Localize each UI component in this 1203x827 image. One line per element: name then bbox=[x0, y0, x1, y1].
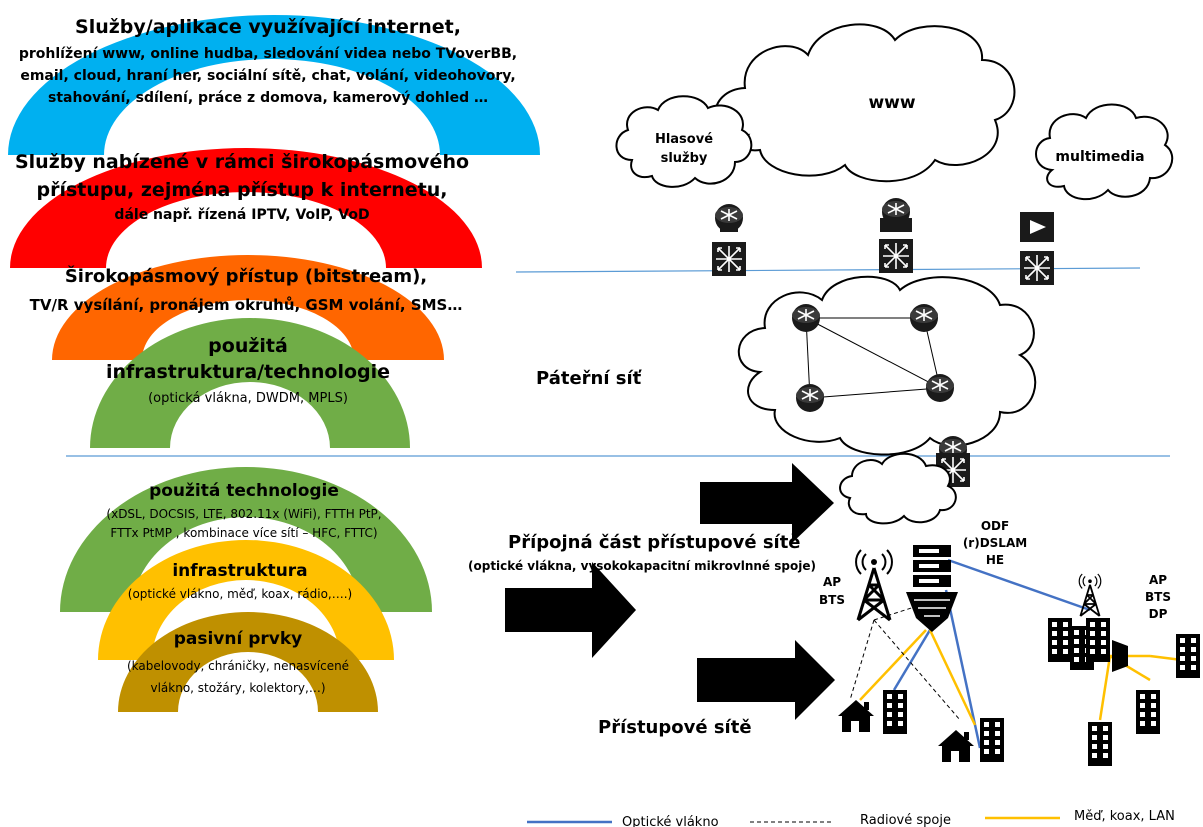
tech-title: použitá technologie bbox=[149, 481, 339, 501]
building-icon bbox=[980, 718, 1004, 762]
house-icon bbox=[838, 700, 874, 732]
cloud-icon bbox=[714, 23, 1016, 183]
switch-icon bbox=[711, 241, 747, 277]
building-icon bbox=[1176, 634, 1200, 678]
building-icon bbox=[883, 690, 907, 734]
router-icon bbox=[795, 383, 825, 413]
arch-green-upper bbox=[90, 318, 410, 448]
legend-copper-label: Měď, koax, LAN bbox=[1074, 809, 1175, 824]
ap-bts-label-1: AP bbox=[823, 575, 841, 589]
access-label: Přístupové sítě bbox=[598, 717, 752, 738]
infra-line-1: (optické vlákno, měď, koax, rádio,….) bbox=[128, 587, 352, 601]
switch-icon bbox=[878, 238, 914, 274]
arches-upper bbox=[8, 15, 540, 448]
building-icon bbox=[1136, 690, 1160, 734]
arrow-right-icon bbox=[505, 562, 636, 658]
services-line-3: stahování, sdílení, práce z domova, kame… bbox=[48, 90, 488, 106]
legend: Optické vlákno Radiové spoje Měď, koax, … bbox=[527, 809, 1175, 827]
infra-title: infrastruktura bbox=[172, 561, 307, 581]
arch-orange bbox=[52, 255, 444, 360]
access-links bbox=[849, 558, 1183, 749]
arches-upper-text: Služby/aplikace využívající internet, pr… bbox=[15, 16, 517, 406]
arches-lower bbox=[60, 467, 432, 712]
arch-blue bbox=[8, 15, 540, 155]
odf-label-3: HE bbox=[986, 553, 1004, 567]
odf-label-2: (r)DSLAM bbox=[963, 536, 1027, 550]
arrow-right-icon bbox=[700, 463, 834, 543]
switch-icon bbox=[1019, 250, 1055, 286]
core-router-left bbox=[711, 203, 747, 277]
odf-dslam-stack: ODF (r)DSLAM HE bbox=[906, 519, 1027, 632]
ap-bts-dp-label-1: AP bbox=[1149, 573, 1167, 587]
cloud-icon bbox=[615, 95, 753, 188]
services-line-1: prohlížení www, online hudba, sledování … bbox=[19, 46, 517, 62]
ap-bts-dp-label-2: BTS bbox=[1145, 590, 1171, 604]
router-icon bbox=[791, 303, 821, 333]
router-icon bbox=[925, 373, 955, 403]
cloud-voice-label-2: služby bbox=[661, 151, 708, 166]
cloud-icon bbox=[839, 452, 957, 525]
arch-red bbox=[10, 148, 482, 268]
arch-brown bbox=[118, 612, 378, 712]
cloud-backbone bbox=[737, 275, 1037, 456]
ap-bts-label-2: BTS bbox=[819, 593, 845, 607]
passive-line-1: (kabelovody, chráničky, nenasvícené bbox=[127, 659, 349, 673]
building-icon bbox=[1048, 618, 1072, 662]
legend-fiber-label: Optické vlákno bbox=[622, 815, 719, 827]
arch-yellow bbox=[98, 540, 394, 660]
antenna-tower-icon bbox=[1078, 573, 1102, 617]
tech-line-2: FTTx PtMP , kombinace více sítí – HFC, F… bbox=[110, 526, 377, 540]
passive-title: pasivní prvky bbox=[174, 629, 303, 649]
cloud-voice-label-1: Hlasové bbox=[655, 132, 713, 147]
cloud-www: www bbox=[714, 23, 1016, 183]
odf-label-1: ODF bbox=[981, 519, 1009, 533]
splitter-icon bbox=[906, 592, 958, 632]
feeder-title: Přípojná část přístupové sítě bbox=[508, 532, 801, 553]
bitstream-line-2: TV/R vysílání, pronájem okruhů, GSM volá… bbox=[30, 296, 463, 314]
services-line-2: email, cloud, hraní her, sociální sítě, … bbox=[20, 68, 515, 84]
core-router-center bbox=[878, 197, 914, 274]
router-icon bbox=[909, 303, 939, 333]
city-buildings bbox=[1048, 618, 1128, 672]
distribution-point-icon bbox=[1112, 640, 1128, 672]
arch-green-lower bbox=[60, 467, 432, 612]
antenna-tower-icon bbox=[854, 548, 894, 622]
core-router-right bbox=[1019, 212, 1055, 286]
arches-lower-text: použitá technologie (xDSL, DOCSIS, LTE, … bbox=[106, 481, 381, 695]
building-icon bbox=[1088, 722, 1112, 766]
bitstream-line-1: Širokopásmový přístup (bitstream), bbox=[65, 265, 427, 287]
feeder-subtitle: (optické vlákna, vysokokapacitní mikrovl… bbox=[468, 559, 816, 573]
legend-radio-label: Radiové spoje bbox=[860, 813, 951, 827]
broadband-services-line-2: přístupu, zejména přístup k internetu, bbox=[37, 179, 448, 201]
services-title: Služby/aplikace využívající internet, bbox=[75, 16, 461, 38]
cloud-icon bbox=[1035, 103, 1174, 201]
house-icon bbox=[938, 730, 974, 762]
backbone-label: Páteřní síť bbox=[536, 368, 643, 389]
broadband-services-line-3: dále např. řízená IPTV, VoIP, VoD bbox=[114, 207, 369, 223]
infra-tech-line-3: (optická vlákna, DWDM, MPLS) bbox=[148, 391, 348, 406]
building-icon bbox=[1086, 618, 1110, 662]
tech-line-1: (xDSL, DOCSIS, LTE, 802.11x (WiFi), FTTH… bbox=[106, 507, 381, 521]
passive-line-2: vlákno, stožáry, kolektory,…) bbox=[150, 681, 325, 695]
infra-tech-line-2: infrastruktura/technologie bbox=[106, 361, 390, 383]
arrow-right-icon bbox=[697, 640, 835, 720]
cloud-icon bbox=[737, 275, 1037, 456]
cloud-multimedia: multimedia bbox=[1035, 103, 1174, 201]
cloud-voice: Hlasové služby bbox=[615, 95, 753, 188]
cloud-www-label: www bbox=[868, 93, 915, 113]
infra-tech-line-1: použitá bbox=[208, 335, 288, 357]
broadband-services-line-1: Služby nabízené v rámci širokopásmového bbox=[15, 151, 469, 173]
ap-bts-dp-label-3: DP bbox=[1149, 607, 1168, 621]
cloud-multimedia-label: multimedia bbox=[1055, 149, 1144, 165]
